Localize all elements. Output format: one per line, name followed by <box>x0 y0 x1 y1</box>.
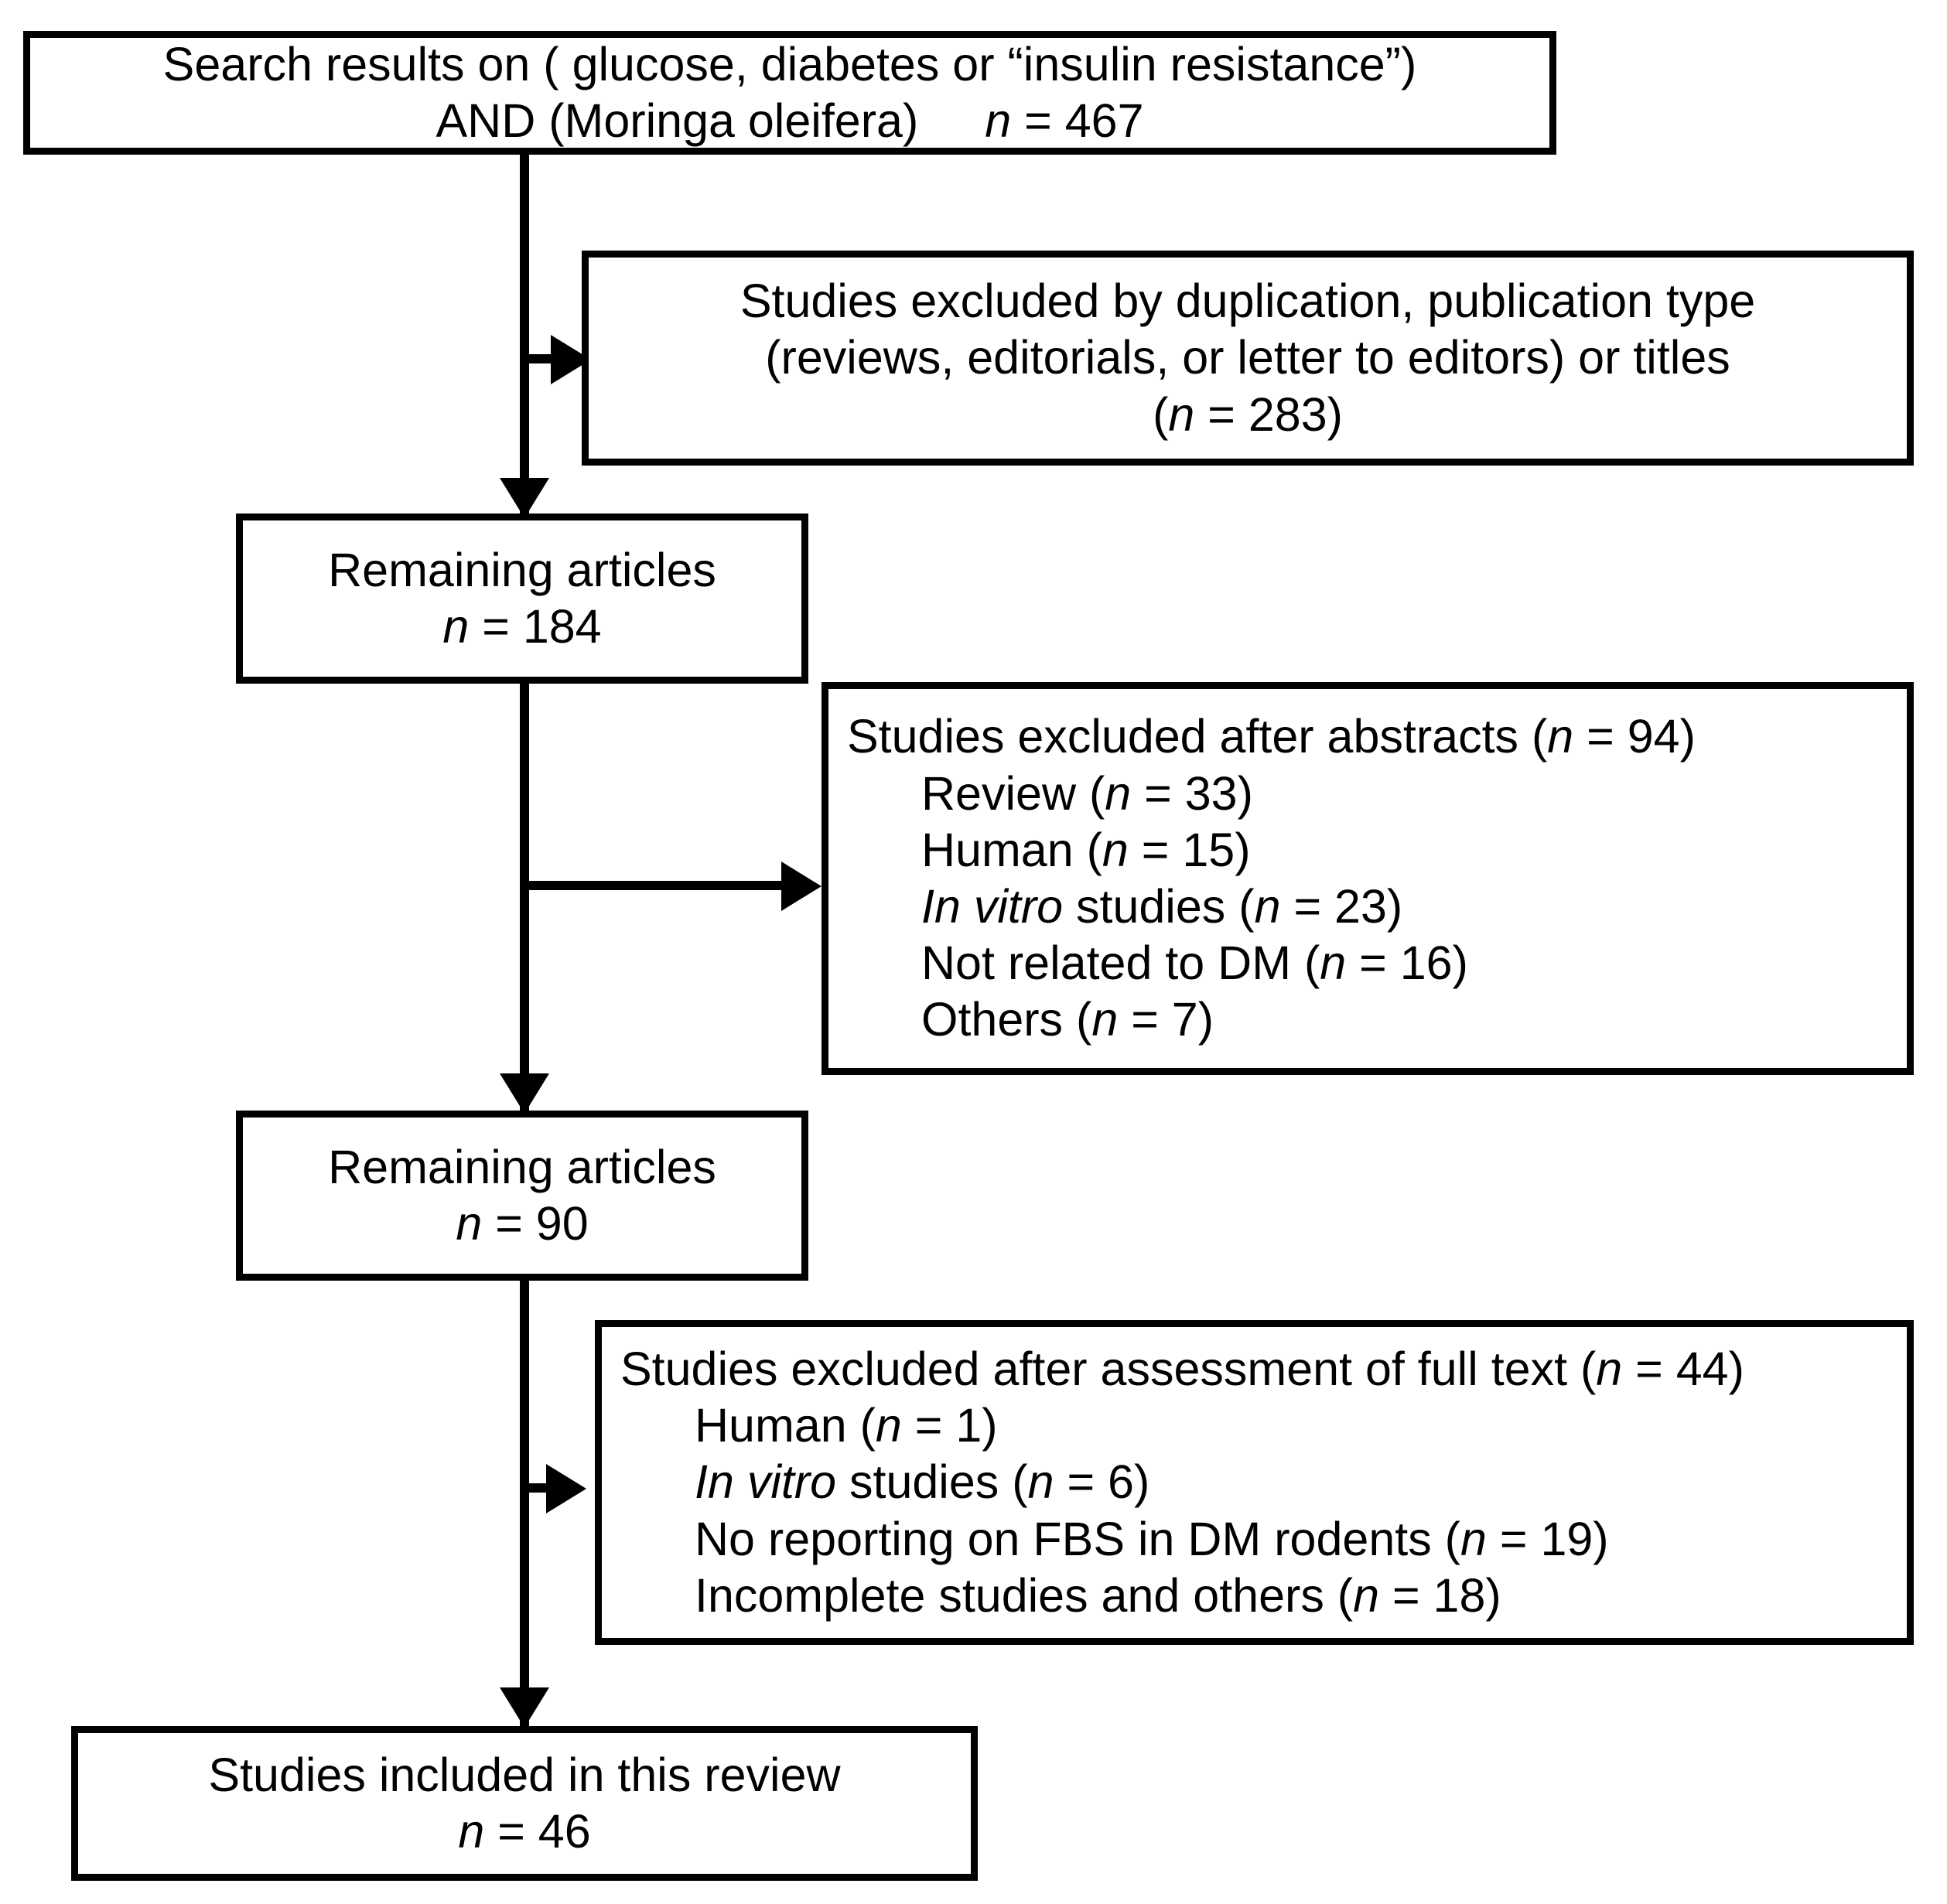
excluded-abstracts-item-human: Human (n = 15) <box>847 822 1251 879</box>
item-n-symbol: n <box>1460 1512 1487 1565</box>
excluded-abstracts-header-text: Studies excluded after abstracts ( <box>847 710 1548 763</box>
remaining-90-label: Remaining articles <box>328 1140 716 1193</box>
item-label2: studies ( <box>1063 880 1255 933</box>
remaining-90-count-line: n = 90 <box>258 1196 786 1252</box>
connector-to-excluded-abstracts <box>520 881 791 890</box>
item-count: = 33) <box>1131 766 1253 820</box>
excluded-abstracts-header: Studies excluded after abstracts (n = 94… <box>847 708 1696 765</box>
item-label: Human ( <box>695 1399 876 1452</box>
item-n-symbol: n <box>875 1399 902 1452</box>
item-count: = 7) <box>1118 993 1214 1046</box>
item-label: Others ( <box>921 993 1092 1046</box>
excluded-duplication-line3: (n = 283) <box>607 387 1888 443</box>
excluded-fulltext-header-text: Studies excluded after assessment of ful… <box>620 1343 1597 1396</box>
included-count-line: n = 46 <box>94 1803 955 1860</box>
item-count: = 16) <box>1346 937 1468 990</box>
item-label: Review ( <box>921 766 1105 820</box>
node-remaining-90: Remaining articles n = 90 <box>236 1111 808 1281</box>
item-label: Incomplete studies and others ( <box>695 1568 1354 1622</box>
item-n-symbol: n <box>1027 1455 1054 1509</box>
excluded-abstracts-item-others: Others (n = 7) <box>847 991 1214 1048</box>
item-n-symbol: n <box>1102 823 1129 876</box>
node-included-in-review: Studies included in this review n = 46 <box>71 1726 978 1881</box>
remaining-90-count: = 90 <box>482 1197 589 1250</box>
item-n-symbol: n <box>1353 1568 1380 1622</box>
remaining-184-count-line: n = 184 <box>258 599 786 655</box>
item-label2: studies ( <box>836 1455 1028 1509</box>
excluded-duplication-paren-open: ( <box>1153 387 1169 441</box>
remaining-184-label: Remaining articles <box>328 543 716 596</box>
included-label: Studies included in this review <box>208 1748 841 1801</box>
item-label: No reporting on FBS in DM rodents ( <box>695 1512 1460 1565</box>
search-results-count: = 467 <box>1011 94 1144 147</box>
arrowhead-down-to-remaining184 <box>500 478 549 518</box>
item-label-italic: In vitro <box>695 1455 837 1509</box>
remaining-90-n-symbol: n <box>456 1197 483 1250</box>
excluded-fulltext-item-incomplete: Incomplete studies and others (n = 18) <box>620 1568 1501 1624</box>
item-count: = 1) <box>901 1399 998 1452</box>
search-results-line2: AND (Moringa oleifera) n = 467 <box>49 93 1531 149</box>
item-count: = 15) <box>1128 823 1251 876</box>
included-n-symbol: n <box>458 1805 485 1858</box>
item-count: = 23) <box>1280 880 1403 933</box>
item-label: Not related to DM ( <box>921 937 1320 990</box>
connector-remaining90-to-included <box>520 1278 529 1734</box>
node-search-results: Search results on ( glucose, diabetes or… <box>23 31 1556 155</box>
excluded-fulltext-item-in-vitro: In vitro studies (n = 6) <box>620 1454 1149 1510</box>
excluded-duplication-line2: (reviews, editorials, or letter to edito… <box>765 331 1730 384</box>
remaining-184-n-symbol: n <box>442 600 470 653</box>
connector-search-to-remaining184 <box>520 152 529 517</box>
search-results-n-symbol: n <box>985 94 1012 147</box>
arrowhead-down-to-remaining90 <box>500 1073 549 1114</box>
node-excluded-fulltext: Studies excluded after assessment of ful… <box>595 1320 1914 1645</box>
excluded-fulltext-count: = 44) <box>1622 1343 1744 1396</box>
connector-remaining184-to-remaining90 <box>520 681 529 1114</box>
node-excluded-duplication: Studies excluded by duplication, publica… <box>582 251 1914 466</box>
included-count: = 46 <box>484 1805 591 1858</box>
item-n-symbol: n <box>1320 937 1347 990</box>
excluded-abstracts-item-in-vitro: In vitro studies (n = 23) <box>847 879 1402 935</box>
node-excluded-abstracts: Studies excluded after abstracts (n = 94… <box>821 682 1914 1075</box>
item-n-symbol: n <box>1105 766 1132 820</box>
item-n-symbol: n <box>1254 880 1281 933</box>
item-label-italic: In vitro <box>921 880 1064 933</box>
arrowhead-down-to-included <box>500 1687 549 1728</box>
excluded-duplication-line1: Studies excluded by duplication, publica… <box>740 275 1756 328</box>
excluded-duplication-count: = 283) <box>1194 387 1343 441</box>
search-results-query: AND (Moringa oleifera) <box>436 94 919 147</box>
excluded-abstracts-item-not-related-dm: Not related to DM (n = 16) <box>847 935 1468 991</box>
excluded-duplication-n-symbol: n <box>1168 387 1195 441</box>
item-count: = 19) <box>1486 1512 1609 1565</box>
node-remaining-184: Remaining articles n = 184 <box>236 514 808 684</box>
excluded-abstracts-n-symbol: n <box>1547 710 1574 763</box>
excluded-fulltext-item-no-fbs: No reporting on FBS in DM rodents (n = 1… <box>620 1511 1609 1568</box>
item-n-symbol: n <box>1091 993 1119 1046</box>
item-count: = 6) <box>1054 1455 1150 1509</box>
arrowhead-right-to-excluded-abstracts <box>781 862 821 911</box>
excluded-fulltext-header: Studies excluded after assessment of ful… <box>620 1341 1744 1397</box>
item-label: Human ( <box>921 823 1102 876</box>
excluded-abstracts-count: = 94) <box>1573 710 1696 763</box>
search-results-line1: Search results on ( glucose, diabetes or… <box>162 37 1417 90</box>
arrowhead-right-to-excluded-fulltext <box>546 1464 586 1513</box>
remaining-184-count: = 184 <box>469 600 602 653</box>
excluded-abstracts-item-review: Review (n = 33) <box>847 766 1253 822</box>
excluded-fulltext-n-symbol: n <box>1596 1343 1623 1396</box>
excluded-fulltext-item-human: Human (n = 1) <box>620 1397 998 1454</box>
item-count: = 18) <box>1379 1568 1501 1622</box>
